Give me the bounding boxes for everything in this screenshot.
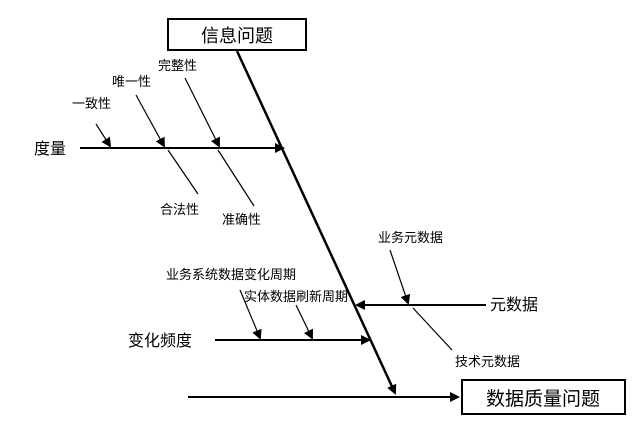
cause-completeness-line (184, 77, 220, 148)
cause-business-meta-line (389, 249, 411, 305)
cause-legality-line (167, 149, 199, 195)
top-label-text: 信息问题 (201, 26, 273, 47)
branch-metadata-label: 元数据 (490, 295, 538, 314)
head-text: 数据质量问题 (486, 388, 600, 410)
cause-legality: 合法性 (160, 203, 199, 218)
cause-business-meta: 业务元数据 (378, 230, 443, 246)
cause-technical-meta-line (412, 307, 453, 351)
cause-consistency: 一致性 (72, 97, 111, 112)
cause-technical-meta: 技术元数据 (455, 355, 520, 370)
cause-consistency-line (95, 123, 112, 148)
cause-refresh-cycle-line (295, 304, 314, 340)
cause-business-cycle: 业务系统数据变化周期 (166, 267, 296, 283)
top-label-box (167, 18, 307, 51)
cause-refresh-cycle: 实体数据刷新周期 (244, 289, 348, 305)
cause-business-cycle-line (239, 289, 262, 340)
cause-accuracy: 准确性 (222, 213, 261, 228)
head-box (461, 379, 626, 415)
cause-uniqueness-line (135, 94, 165, 148)
branch-measure-label: 度量 (34, 139, 66, 158)
cause-uniqueness: 唯一性 (112, 75, 151, 90)
branch-frequency-label: 变化频度 (128, 331, 192, 350)
cause-completeness: 完整性 (158, 59, 197, 74)
cause-accuracy-line (217, 149, 255, 207)
